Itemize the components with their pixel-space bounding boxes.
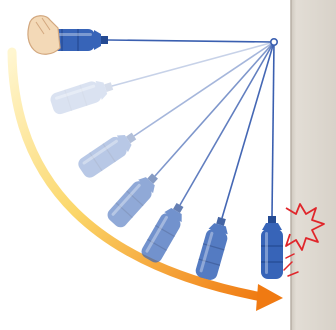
pendulum-string: [180, 42, 274, 205]
swing-arrowhead: [256, 284, 283, 311]
ghost-bottle: [194, 215, 233, 282]
impact-bottle: [261, 216, 283, 279]
wall: [291, 0, 336, 330]
pendulum-string: [272, 42, 274, 216]
ghost-bottle: [139, 200, 190, 266]
ghost-bottle: [105, 169, 164, 231]
swing-arrow: [12, 52, 262, 297]
pendulum-string: [222, 42, 274, 218]
pendulum-group: [45, 29, 283, 282]
hand-icon: [28, 16, 60, 55]
ghost-bottle: [76, 127, 141, 180]
pendulum-string: [108, 40, 274, 42]
ghost-bottle: [49, 76, 116, 116]
pendulum-string: [112, 42, 274, 86]
pivot-point: [271, 39, 277, 45]
